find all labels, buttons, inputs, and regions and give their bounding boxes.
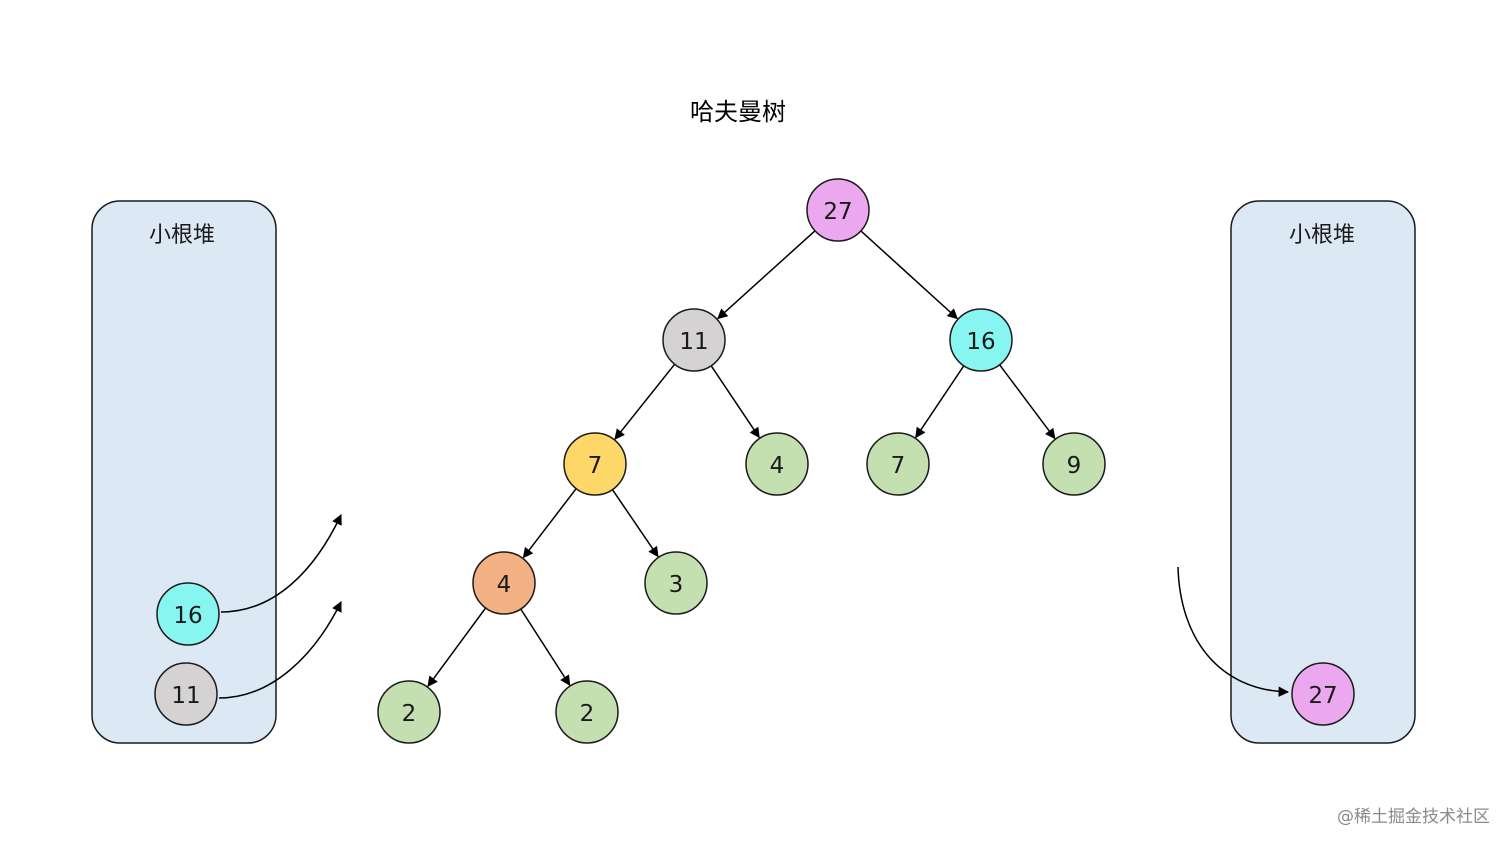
tree-node-n7b: 7 (866, 432, 930, 496)
tree-edge-n27-n11 (717, 230, 816, 320)
tree-node-n7a: 7 (563, 432, 627, 496)
tree-node-n2a: 2 (377, 680, 441, 744)
tree-edges (427, 230, 1056, 688)
left-heap-node-11 (154, 662, 218, 726)
tree-node-circle (472, 551, 536, 615)
tree-edge-n16-n9 (998, 364, 1056, 440)
tree-edge-n4b-n2a (427, 607, 487, 688)
left-heap-label: 小根堆 (149, 223, 215, 248)
left-heap-box (91, 200, 277, 744)
left-heap-out-arrow-16 (220, 514, 342, 613)
tree-node-circle (662, 308, 726, 372)
tree-edge-n11-n7a (614, 363, 676, 440)
tree-node-n16: 16 (949, 308, 1013, 372)
left-heap-node-16-label: 16 (173, 603, 202, 629)
right-heap-node-27-label: 27 (1308, 683, 1337, 709)
right-heap-label: 小根堆 (1289, 223, 1355, 248)
tree-node-label: 9 (1067, 453, 1082, 479)
tree-node-circle (563, 432, 627, 496)
tree-node-circle (377, 680, 441, 744)
tree-node-label: 7 (588, 453, 603, 479)
tree-node-n2b: 2 (555, 680, 619, 744)
tree-node-label: 2 (580, 701, 595, 727)
right-heap-node-27 (1291, 662, 1355, 726)
tree-node-label: 7 (891, 453, 906, 479)
tree-node-n3: 3 (644, 551, 708, 615)
tree-node-circle (745, 432, 809, 496)
tree-node-n11: 11 (662, 308, 726, 372)
tree-node-n9: 9 (1042, 432, 1106, 496)
tree-edge-n27-n16 (860, 230, 959, 320)
tree-node-n27: 27 (806, 178, 870, 242)
tree-node-circle (644, 551, 708, 615)
tree-node-n4a: 4 (745, 432, 809, 496)
tree-node-circle (1042, 432, 1106, 496)
tree-node-n4b: 4 (472, 551, 536, 615)
tree-node-label: 16 (966, 329, 995, 355)
tree-nodes: 27 11 16 7 4 7 9 4 3 2 2 (377, 178, 1106, 744)
right-heap-box (1230, 200, 1416, 744)
tree-node-circle (555, 680, 619, 744)
tree-node-circle (866, 432, 930, 496)
tree-edge-n7a-n4b (522, 488, 577, 559)
left-heap: 小根堆 16 11 (91, 200, 277, 744)
tree-node-label: 4 (497, 572, 512, 598)
tree-node-circle (949, 308, 1013, 372)
watermark: @稀土掘金技术社区 (1337, 807, 1490, 827)
tree-node-label: 27 (823, 199, 852, 225)
tree-node-label: 11 (679, 329, 708, 355)
tree-edge-n4b-n2b (520, 608, 571, 686)
tree-node-label: 4 (770, 453, 785, 479)
right-heap: 小根堆 27 (1230, 200, 1416, 744)
left-heap-node-11-label: 11 (171, 683, 200, 709)
diagram-title: 哈夫曼树 (690, 98, 786, 126)
tree-node-label: 3 (669, 572, 684, 598)
right-heap-in-arrow (1177, 566, 1290, 697)
tree-edge-n7a-n3 (611, 489, 659, 558)
tree-node-circle (806, 178, 870, 242)
tree-edge-n16-n7b (915, 365, 965, 439)
left-heap-node-16 (156, 582, 220, 646)
left-heap-out-arrow-11 (218, 601, 342, 699)
tree-edge-n11-n4a (710, 365, 760, 439)
tree-node-label: 2 (402, 701, 417, 727)
